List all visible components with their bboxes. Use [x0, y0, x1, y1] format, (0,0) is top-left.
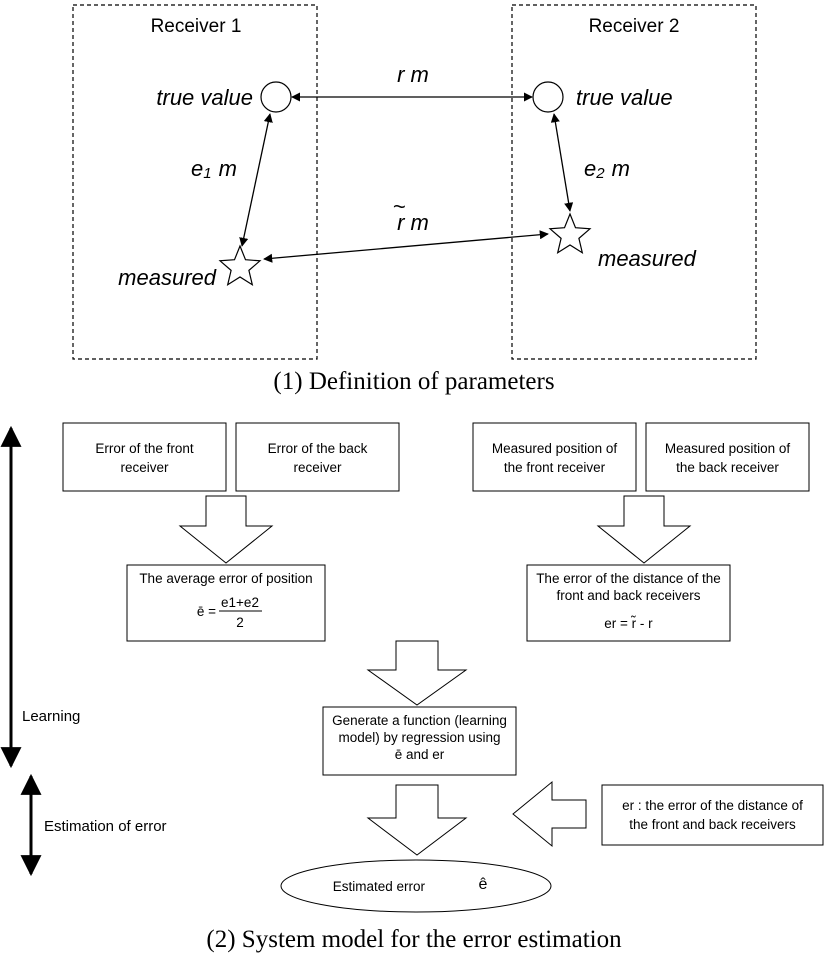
- r-tilde-label: r m: [397, 210, 429, 235]
- down-arrow-middle: [366, 640, 468, 706]
- estimated-error-symbol: ê: [479, 876, 488, 893]
- measured-2-star: [548, 212, 592, 254]
- r-tilde-tilde: ~: [393, 194, 406, 219]
- down-arrow-bottom: [366, 784, 468, 856]
- measured-2-label: measured: [598, 246, 697, 271]
- left-arrow-input: [512, 780, 587, 848]
- measured-1-star: [218, 244, 262, 286]
- box-measured-back: [645, 422, 810, 492]
- learning-label: Learning: [22, 708, 80, 725]
- average-error-numerator: e1+e2: [221, 595, 259, 610]
- average-error-title: The average error of position: [139, 571, 312, 586]
- true-value-2-label: true value: [576, 85, 673, 110]
- down-arrow-left: [178, 495, 274, 564]
- r-tilde-arrow: [263, 230, 549, 263]
- measured-1-label: measured: [118, 265, 217, 290]
- estimated-error-ellipse: [280, 859, 552, 913]
- caption-1: (1) Definition of parameters: [273, 368, 554, 395]
- true-value-1-label: true value: [156, 85, 253, 110]
- r-distance-label: r m: [397, 62, 429, 87]
- down-arrow-right: [596, 495, 692, 564]
- receiver1-box: [72, 4, 318, 360]
- box-front-error: [62, 422, 227, 492]
- box-distance-error: [526, 564, 731, 642]
- average-error-denominator: 2: [236, 615, 244, 630]
- estimated-error-label: Estimated error: [333, 879, 426, 894]
- box-average-error: [126, 564, 326, 642]
- true-value-2-circle: [532, 81, 564, 113]
- box-input-er: [601, 784, 824, 846]
- true-value-1-circle: [260, 81, 292, 113]
- receiver2-title: Receiver 2: [589, 16, 680, 37]
- box-generate-function: [322, 706, 517, 776]
- box-back-error: [235, 422, 400, 492]
- receiver2-box: [511, 4, 757, 360]
- distance-error-formula: er = r̃ - r: [604, 615, 653, 631]
- average-error-lhs: ē =: [197, 604, 216, 619]
- estimation-label: Estimation of error: [44, 818, 167, 835]
- e1-arrow: [239, 113, 273, 247]
- box-measured-front: [472, 422, 637, 492]
- receiver1-title: Receiver 1: [151, 16, 242, 37]
- e2-arrow: [550, 113, 574, 212]
- caption-2: (2) System model for the error estimatio…: [206, 926, 622, 953]
